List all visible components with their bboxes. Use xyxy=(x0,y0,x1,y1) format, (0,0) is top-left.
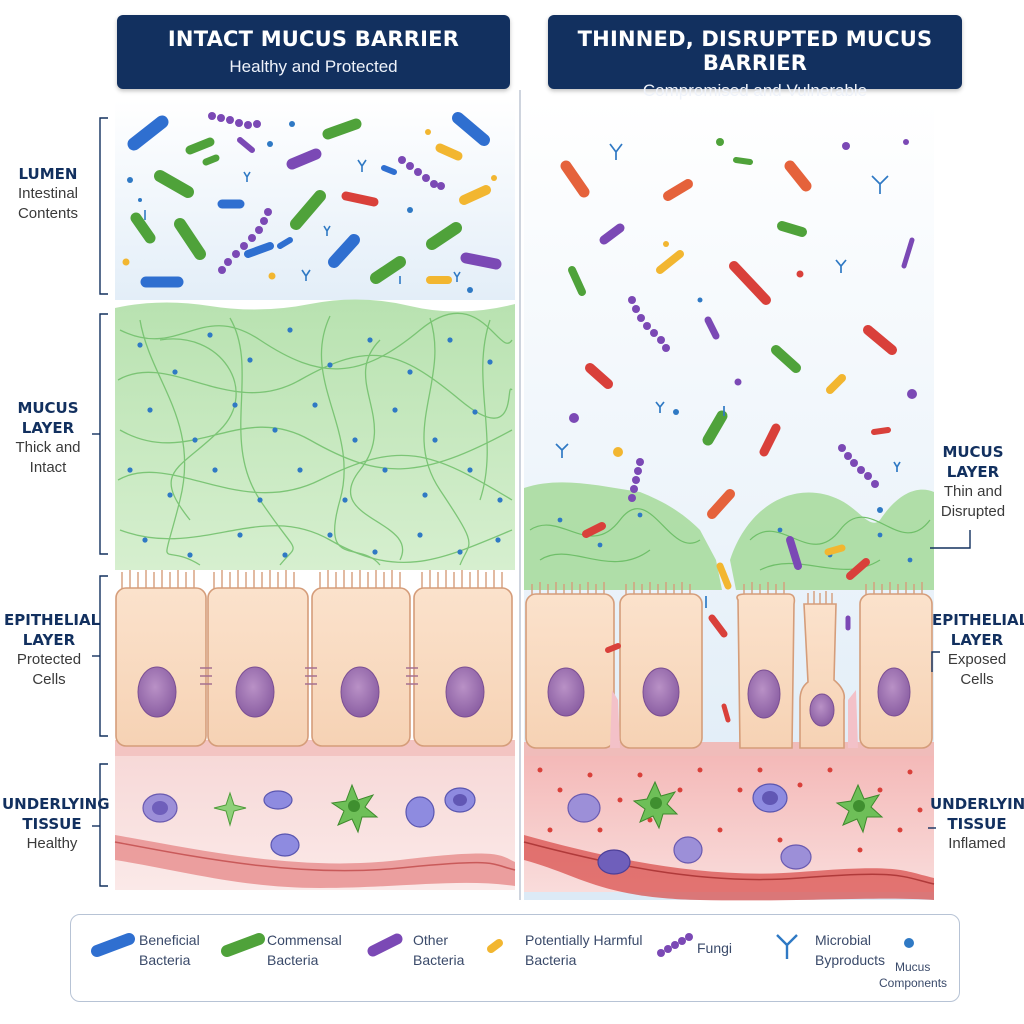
right-subtitle: Compromised and Vulnerable xyxy=(642,81,868,100)
right-title: THINNED, DISRUPTED MUCUS BARRIER xyxy=(577,27,933,75)
legend: Beneficial Bacteria Commensal Bacteria O… xyxy=(70,914,960,1002)
legend-commensal: Commensal Bacteria xyxy=(219,929,349,979)
other-bacteria-icon xyxy=(367,933,403,957)
right-blood-vessel xyxy=(523,835,935,901)
label-right-mucus-heading-2: LAYER xyxy=(946,463,1000,481)
right-inflammation-dots xyxy=(537,767,923,853)
legend-other: Other Bacteria xyxy=(367,929,477,979)
legend-harmful-label-1: Potentially Harmful xyxy=(525,932,643,948)
label-right-epithelial-desc-2: Cells xyxy=(960,671,994,688)
legend-commensal-label-2: Bacteria xyxy=(267,952,319,968)
right-fungi-chains xyxy=(628,296,879,502)
right-lumen-bacteria xyxy=(560,157,915,580)
right-epithelial-cells xyxy=(525,582,933,749)
legend-beneficial-label-2: Bacteria xyxy=(139,952,191,968)
label-brackets xyxy=(92,117,971,887)
legend-harmful-label-2: Bacteria xyxy=(525,952,577,968)
label-right-epithelial: EPITHELIAL LAYER Exposed Cells xyxy=(932,610,1024,690)
label-left-epithelial-heading-2: LAYER xyxy=(22,631,76,649)
mucus-components-icon xyxy=(904,938,914,948)
label-left-mucus-desc-2: Intact xyxy=(29,459,67,476)
beneficial-bacteria-icon xyxy=(91,933,135,957)
legend-byproducts: Microbial Byproducts xyxy=(771,929,885,979)
legend-other-label-1: Other xyxy=(413,932,449,948)
label-right-tissue-heading-1: UNDERLYING xyxy=(930,795,1024,813)
left-fungi-chains xyxy=(208,112,445,274)
microbial-byproducts-icon xyxy=(776,934,798,959)
legend-beneficial: Beneficial Bacteria xyxy=(89,929,219,979)
left-mucus-fibers xyxy=(117,312,513,566)
label-left-epithelial-desc-1: Protected xyxy=(16,651,82,668)
label-left-epithelial-heading-1: EPITHELIAL xyxy=(4,611,101,629)
label-left-mucus-heading-2: LAYER xyxy=(21,419,75,437)
left-lumen-dots xyxy=(122,121,497,293)
label-left-tissue: UNDERLYING TISSUE Healthy xyxy=(2,794,110,854)
label-right-tissue: UNDERLYING TISSUE Inflamed xyxy=(930,794,1024,854)
right-tissue-cells xyxy=(567,780,884,875)
commensal-bacteria-icon xyxy=(221,933,265,957)
legend-commensal-label-1: Commensal xyxy=(267,932,342,948)
right-byproducts xyxy=(555,143,901,608)
left-mucus-layer xyxy=(115,299,515,570)
fungi-icon xyxy=(657,933,693,957)
label-right-mucus-desc-2: Disrupted xyxy=(940,503,1006,520)
right-banner: THINNED, DISRUPTED MUCUS BARRIER Comprom… xyxy=(548,15,962,100)
label-left-epithelial: EPITHELIAL LAYER Protected Cells xyxy=(4,610,101,690)
legend-other-label-2: Bacteria xyxy=(413,952,465,968)
legend-byproducts-label-2: Byproducts xyxy=(815,952,886,968)
left-mucus-dots xyxy=(127,327,503,558)
left-lumen-bacteria xyxy=(127,112,502,288)
label-left-mucus: MUCUS LAYER Thick and Intact xyxy=(8,398,88,478)
left-banner: INTACT MUCUS BARRIER Healthy and Protect… xyxy=(117,15,510,89)
label-right-tissue-heading-2: TISSUE xyxy=(947,815,1007,833)
left-subtitle: Healthy and Protected xyxy=(229,57,398,76)
label-right-epithelial-heading-1: EPITHELIAL xyxy=(932,611,1024,629)
label-left-tissue-desc-1: Healthy xyxy=(26,835,78,852)
label-lumen-heading: LUMEN xyxy=(18,165,78,183)
right-mucus-patch-2 xyxy=(730,489,934,590)
right-lumen-dots xyxy=(569,138,917,513)
label-left-mucus-desc-1: Thick and xyxy=(15,439,81,456)
label-lumen-desc-2: Contents xyxy=(17,205,79,222)
label-left-tissue-heading-1: UNDERLYING xyxy=(2,795,110,813)
label-right-epithelial-desc-1: Exposed xyxy=(947,651,1007,668)
legend-mucus: Mucus Components xyxy=(879,929,957,995)
legend-mucus-label-1: Mucus xyxy=(895,960,931,974)
label-right-tissue-desc-1: Inflamed xyxy=(948,835,1006,852)
right-mucus-fibers xyxy=(529,508,931,571)
label-left-tissue-heading-2: TISSUE xyxy=(22,815,82,833)
label-right-mucus-desc-1: Thin and xyxy=(943,483,1003,500)
right-mucus-patch-1 xyxy=(524,482,722,590)
left-title: INTACT MUCUS BARRIER xyxy=(167,27,460,51)
label-right-mucus-heading-1: MUCUS xyxy=(942,443,1004,461)
legend-mucus-label-2: Components xyxy=(879,976,948,990)
legend-beneficial-label-1: Beneficial xyxy=(139,932,200,948)
label-right-mucus: MUCUS LAYER Thin and Disrupted xyxy=(932,442,1014,522)
label-lumen-desc-1: Intestinal xyxy=(17,185,79,202)
label-left-epithelial-desc-2: Cells xyxy=(32,671,66,688)
left-blood-vessel xyxy=(114,835,516,888)
label-lumen: LUMEN Intestinal Contents xyxy=(8,164,88,224)
harmful-bacteria-icon xyxy=(487,939,503,953)
label-left-mucus-heading-1: MUCUS xyxy=(17,399,79,417)
left-epithelial-cells xyxy=(115,570,513,747)
legend-harmful: Potentially Harmful Bacteria xyxy=(485,929,655,979)
label-right-epithelial-heading-2: LAYER xyxy=(950,631,1004,649)
legend-fungi-label-1: Fungi xyxy=(697,940,733,956)
legend-fungi: Fungi xyxy=(655,929,755,979)
legend-byproducts-label-1: Microbial xyxy=(815,932,872,948)
left-tissue-cells xyxy=(142,783,476,857)
left-byproducts xyxy=(144,159,461,284)
